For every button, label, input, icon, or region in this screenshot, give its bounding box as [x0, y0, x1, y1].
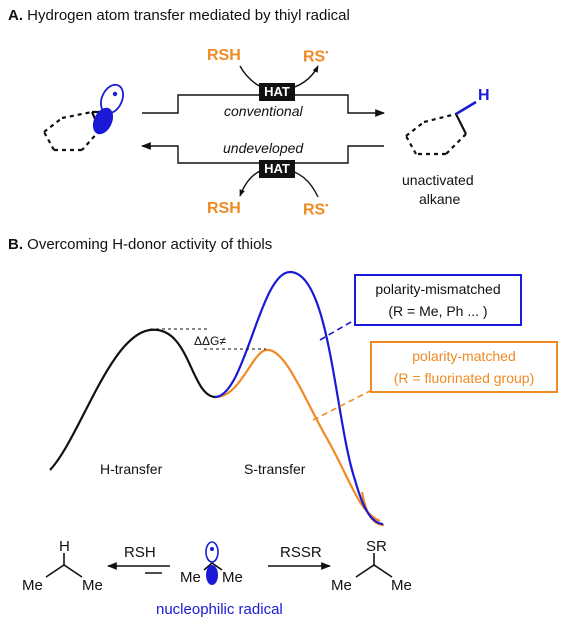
- undeveloped-label: undeveloped: [223, 140, 304, 156]
- rssr-reagent: RSSR: [280, 544, 322, 561]
- section-b-letter: B.: [8, 236, 23, 253]
- section-b-heading: B. Overcoming H-donor activity of thiols: [8, 237, 272, 252]
- section-b-title: Overcoming H-donor activity of thiols: [27, 236, 273, 253]
- c-h-bond: [455, 100, 477, 116]
- right-sr: SR: [366, 538, 387, 555]
- unactivated-label: unactivated: [402, 172, 474, 188]
- radical-dot-bottom: •: [325, 200, 329, 210]
- box-connectors: [312, 317, 373, 421]
- mismatched-line2: (R = Me, Ph ... ): [388, 303, 488, 319]
- s-transfer-label: S-transfer: [244, 461, 306, 477]
- hat-badge-bottom: HAT: [259, 160, 295, 178]
- h-transfer-label: H-transfer: [100, 461, 163, 477]
- polarity-mismatched-box: polarity-mismatched (R = Me, Ph ... ): [354, 274, 522, 326]
- left-hydrogen: H: [59, 538, 70, 555]
- central-radical: [203, 541, 223, 585]
- nucleophilic-radical-label: nucleophilic radical: [156, 601, 283, 618]
- matched-line2: (R = fluorinated group): [393, 370, 535, 386]
- matched-line1: polarity-matched: [412, 348, 516, 364]
- radical-dot-top: •: [325, 47, 329, 57]
- p-orbital-icon: [92, 83, 124, 135]
- section-a-letter: A.: [8, 7, 23, 24]
- left-me-1: Me: [22, 577, 43, 594]
- rs-bottom-text: RS: [303, 201, 326, 219]
- mid-me-2: Me: [222, 569, 243, 586]
- ddg-guides: [150, 328, 266, 350]
- rsh-bottom-label: RSH: [207, 200, 241, 217]
- alkane-label: alkane: [419, 191, 461, 207]
- rs-top-text: RS: [303, 48, 326, 66]
- mid-me-1: Me: [180, 569, 201, 586]
- rsh-top-label: RSH: [207, 47, 241, 64]
- polarity-matched-box: polarity-matched (R = fluorinated group): [370, 341, 558, 393]
- ddg-label: ΔΔG≠: [194, 334, 226, 348]
- mismatched-line1: polarity-mismatched: [375, 281, 501, 297]
- right-me-2: Me: [391, 577, 412, 594]
- rs-radical-top: RS•: [303, 48, 328, 65]
- right-me-1: Me: [331, 577, 352, 594]
- propyl-sulfide: [355, 553, 393, 578]
- hat-badge-top: HAT: [259, 83, 295, 101]
- section-a-heading: A. Hydrogen atom transfer mediated by th…: [8, 8, 350, 23]
- propane-left: [45, 553, 83, 578]
- energy-profile: [49, 270, 385, 527]
- left-me-2: Me: [82, 577, 103, 594]
- equilibrium-arrows: [107, 562, 170, 574]
- cyclohexane-product: [405, 112, 467, 156]
- rs-radical-bottom: RS•: [303, 201, 328, 218]
- section-a-title: Hydrogen atom transfer mediated by thiyl…: [27, 7, 350, 24]
- product-hydrogen: H: [478, 87, 490, 104]
- conventional-label: conventional: [224, 103, 303, 119]
- rsh-reagent: RSH: [124, 544, 156, 561]
